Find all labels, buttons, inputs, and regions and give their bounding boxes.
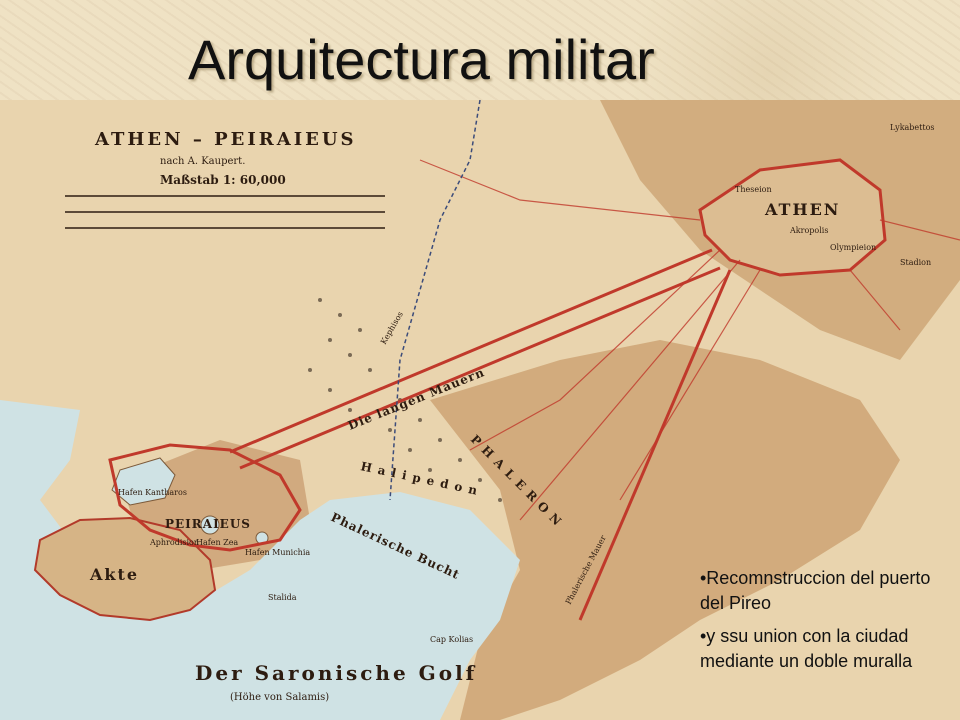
peiraieus-city-wall	[108, 443, 302, 552]
phaleric-wall	[578, 269, 732, 621]
athens-city-wall	[698, 158, 887, 277]
label-salamis: (Höhe von Salamis)	[230, 692, 329, 703]
sea-saronic-gulf	[0, 400, 520, 720]
historical-map-athens-piraeus: ATHEN – PEIRAIEUS nach A. Kaupert. Maßst…	[0, 100, 960, 720]
label-hafen-zea: Hafen Zea	[196, 538, 238, 547]
mountains-southeast	[430, 340, 900, 720]
kephisos-river	[389, 100, 481, 501]
label-stalida: Stalida	[268, 593, 297, 602]
harbor-zea	[200, 515, 220, 535]
label-olympieion: Olympieion	[830, 243, 876, 252]
scale-bars	[65, 195, 385, 229]
harbor-kantharos	[111, 457, 176, 506]
label-akropolis: Akropolis	[789, 226, 828, 235]
label-stadion: Stadion	[900, 258, 931, 267]
slide-title: Arquitectura militar	[188, 28, 655, 91]
label-athen: ATHEN	[764, 200, 840, 219]
long-wall-south	[239, 266, 721, 470]
bullet-item: •Recomnstruccion del puerto del Pireo	[700, 568, 931, 613]
map-image: ATHEN – PEIRAIEUS nach A. Kaupert. Maßst…	[0, 100, 960, 720]
akte-peninsula	[33, 516, 217, 622]
label-lykabettos: Lykabettos	[890, 123, 935, 132]
roads	[419, 159, 960, 521]
label-hafen-kantharos: Hafen Kantharos	[118, 488, 187, 497]
label-aphrodision: Aphrodision	[149, 538, 199, 547]
label-cap-kolias: Cap Kolias	[430, 635, 473, 644]
long-wall-north	[229, 248, 713, 454]
label-peiraieus: PEIRAIEUS	[165, 517, 251, 531]
label-saronische-golf: Der Saronische Golf	[195, 661, 477, 685]
map-scale-label: Maßstab 1: 60,000	[160, 173, 286, 187]
label-akte: Akte	[89, 565, 139, 584]
map-subtitle: nach A. Kaupert.	[160, 156, 245, 167]
bullet-list: •Recomnstruccion del puerto del Pireo •y…	[700, 566, 940, 682]
marsh-dots	[308, 298, 502, 502]
map-title: ATHEN – PEIRAIEUS	[94, 129, 357, 150]
bullet-item: •y ssu union con la ciudad mediante un d…	[700, 626, 913, 671]
label-theseion: Theseion	[735, 185, 772, 194]
label-hafen-munichia: Hafen Munichia	[245, 548, 310, 557]
